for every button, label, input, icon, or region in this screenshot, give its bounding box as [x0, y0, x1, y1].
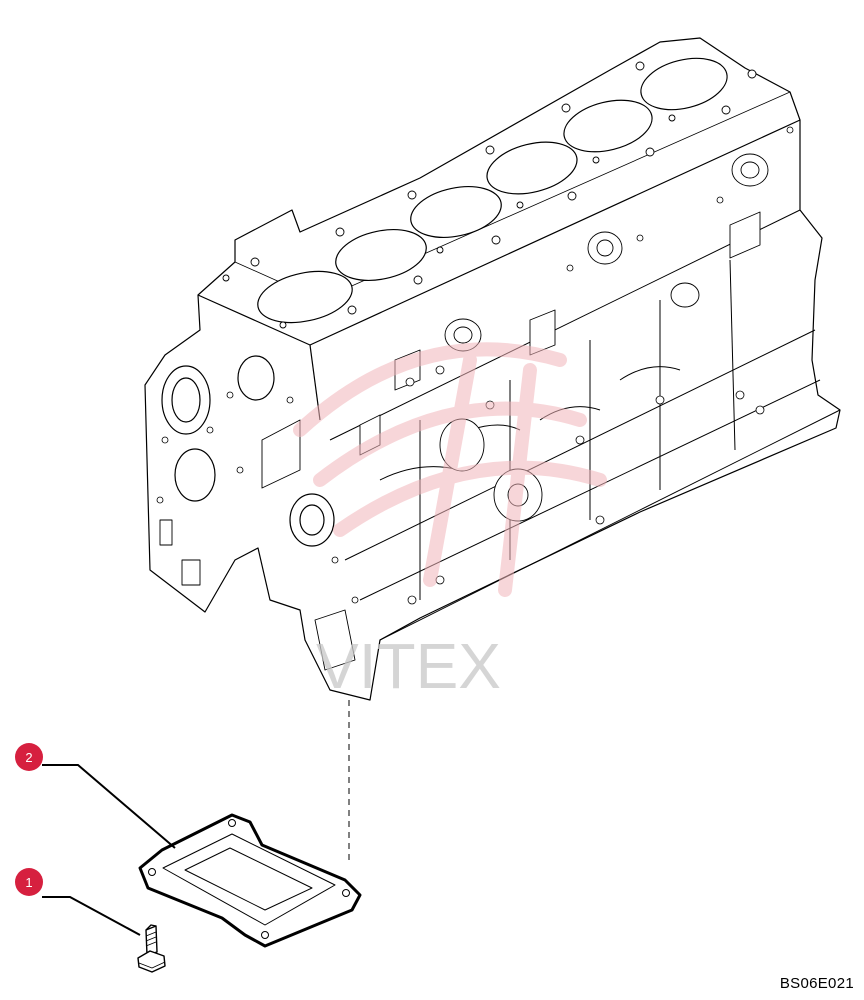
callout-number-2: 2 [25, 750, 32, 765]
bolt [137, 924, 166, 973]
watermark-logo [293, 342, 607, 597]
leader-line-2 [42, 764, 176, 849]
callout-1[interactable]: 1 [15, 868, 141, 936]
engine-block [144, 37, 841, 701]
watermark-text: VITEX [316, 630, 501, 702]
callout-badge-1 [15, 868, 43, 896]
callout-number-1: 1 [25, 875, 32, 890]
callout-2[interactable]: 2 [15, 743, 176, 849]
drawing-reference-code: BS06E021 [779, 975, 854, 992]
callout-badge-2 [15, 743, 43, 771]
cover-plate [138, 813, 362, 948]
leader-line-1 [42, 896, 141, 936]
